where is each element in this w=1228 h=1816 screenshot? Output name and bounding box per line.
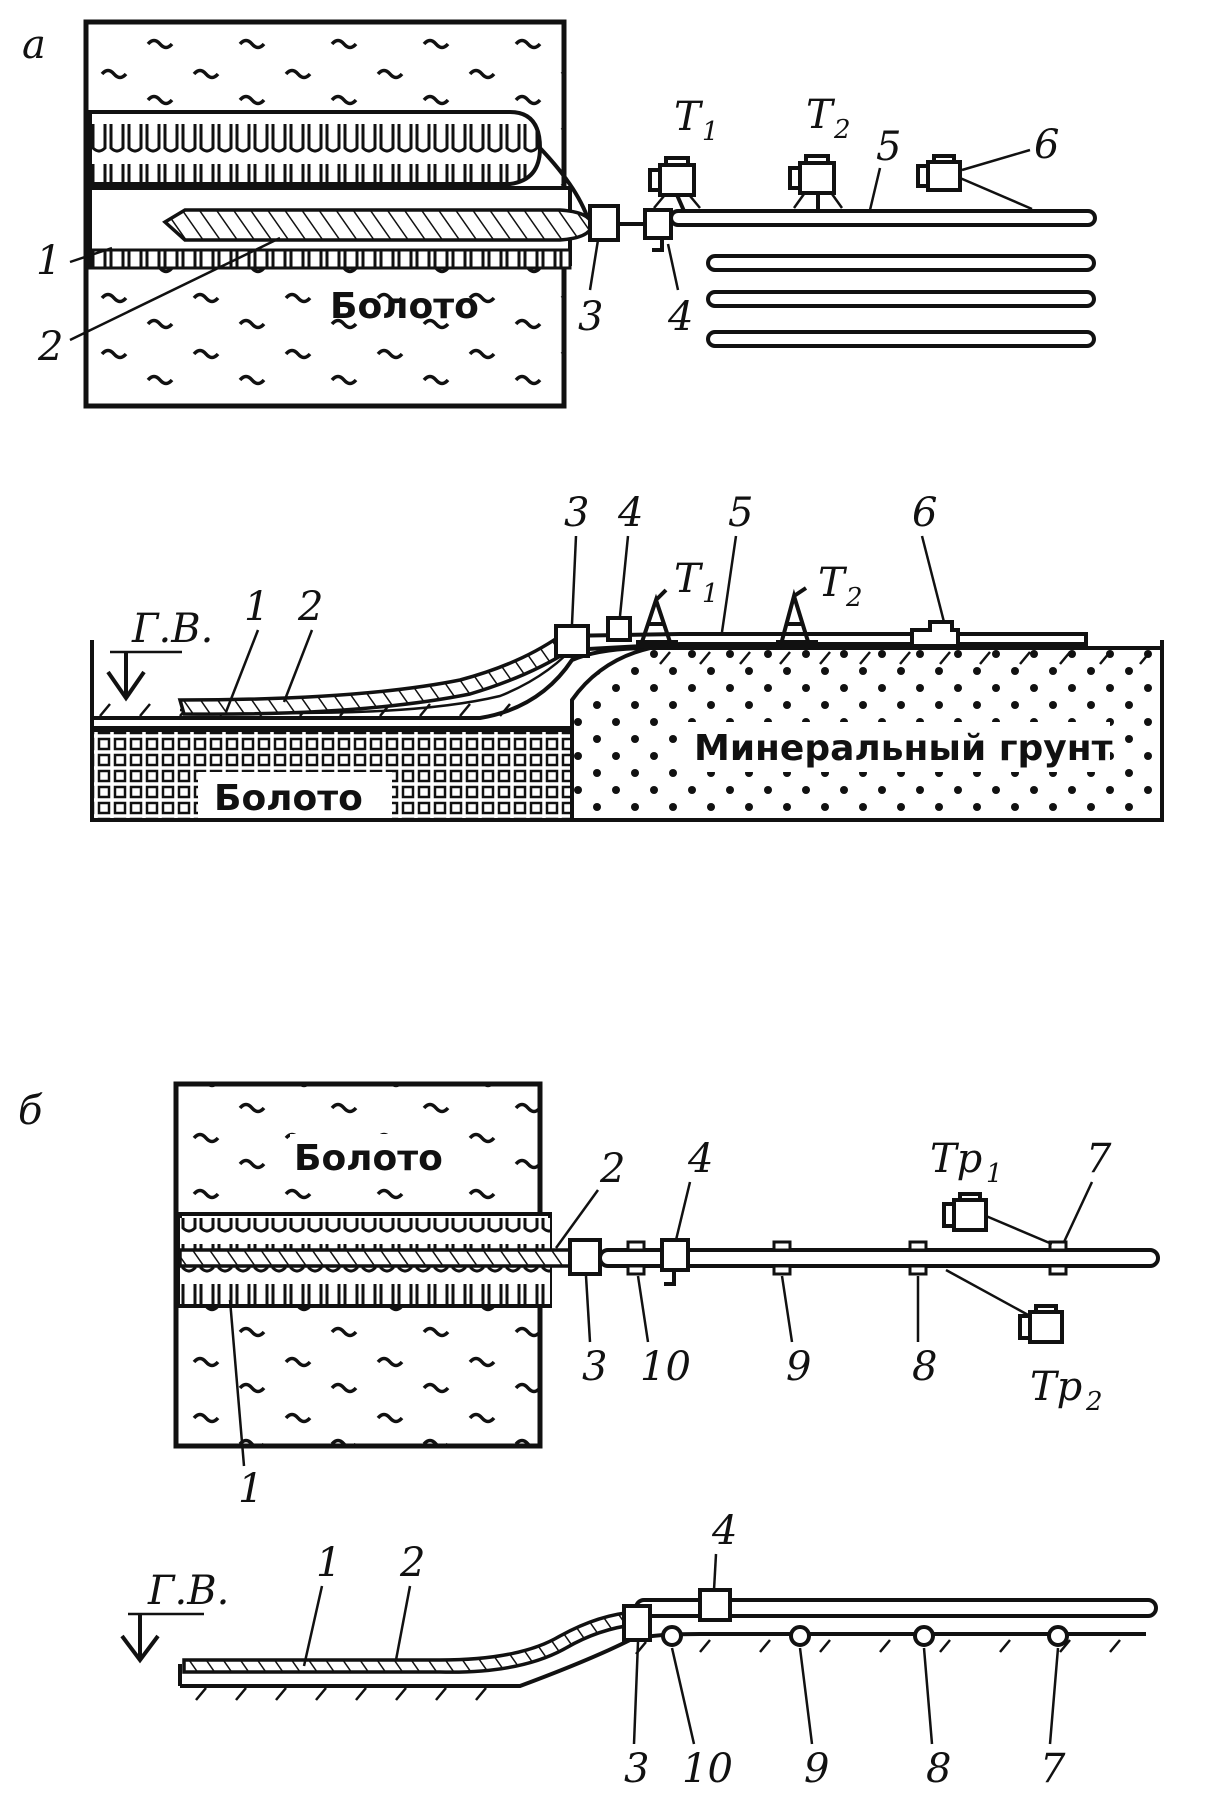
- label-tp2-sub: 2: [1085, 1387, 1103, 1417]
- panel-letter-b: б: [18, 1088, 43, 1134]
- label-2: 2: [37, 324, 63, 370]
- clamp-3: [568, 1238, 602, 1276]
- label-1: 1: [316, 1540, 341, 1586]
- label-t1: Т: [674, 556, 704, 602]
- label-6: 6: [1034, 122, 1059, 168]
- pipe-stack-1: [706, 254, 1096, 272]
- roller-support-icon: [626, 1240, 646, 1276]
- water-level-label: Г.В.: [131, 606, 213, 652]
- label-tp1-sub: 1: [986, 1159, 1003, 1189]
- pipe-section: [598, 1248, 1160, 1268]
- roller-support-icon: [789, 1625, 811, 1647]
- label-10: 10: [682, 1746, 733, 1792]
- roller-support-icon: [661, 1625, 683, 1647]
- swamp-label: Болото: [330, 286, 479, 327]
- ground-hatching: [195, 1639, 1121, 1701]
- panel-a-section: Г.В. Болото Минеральный грунт: [90, 490, 1164, 822]
- tractor-icon: [945, 1268, 1064, 1344]
- label-t2-sub: 2: [845, 583, 863, 613]
- panel-b-section: Г.В. 1 2 4 3 10 9 8 7: [120, 1508, 1158, 1792]
- swamp-label-box: [198, 772, 392, 822]
- pipeline-string: [162, 208, 594, 242]
- label-t2: Т: [806, 92, 836, 138]
- label-t1-sub: 1: [702, 117, 719, 147]
- clamp-4: [660, 1238, 690, 1272]
- label-8: 8: [926, 1746, 951, 1792]
- label-1: 1: [238, 1466, 263, 1512]
- swamp-label: Болото: [214, 778, 363, 819]
- label-1: 1: [244, 584, 269, 630]
- tractor-icon: [942, 1192, 1053, 1246]
- clamp-3: [588, 204, 620, 242]
- label-2: 2: [297, 584, 323, 630]
- label-9: 9: [804, 1746, 829, 1792]
- label-3: 3: [582, 1344, 607, 1390]
- label-3: 3: [624, 1746, 649, 1792]
- label-4: 4: [617, 490, 643, 536]
- mineral-soil-label: Минеральный грунт: [694, 728, 1113, 769]
- clamp-3: [554, 624, 590, 658]
- label-4: 4: [667, 294, 693, 340]
- pipe-stack-2: [706, 290, 1096, 308]
- tractor-icon: [788, 154, 844, 211]
- pipe-stack-3: [706, 330, 1096, 348]
- panel-b-plan: б Болото: [18, 1081, 1160, 1512]
- clamp-4: [606, 616, 632, 642]
- crane-icon: [636, 588, 678, 649]
- trench: [88, 110, 592, 270]
- water-level-label: Г.В.: [147, 1568, 229, 1614]
- mineral-label-box: [686, 722, 1110, 772]
- roller-support-icon: [772, 1240, 792, 1276]
- panel-letter-a: а: [22, 22, 46, 68]
- roller-support-icon: [908, 1240, 928, 1276]
- roller-support-icon: [913, 1625, 935, 1647]
- panel-a-plan: а Болото: [22, 19, 1097, 409]
- swamp-label-box: [290, 1134, 460, 1184]
- pipeline-string: [182, 1610, 643, 1674]
- swamp-label: Болото: [294, 1138, 443, 1179]
- label-3: 3: [578, 294, 603, 340]
- label-1: 1: [36, 238, 61, 284]
- tractor-icon: [916, 154, 1033, 211]
- label-t2: Т: [818, 560, 848, 606]
- label-2: 2: [399, 1540, 425, 1586]
- label-5: 5: [876, 124, 901, 170]
- label-tp1: Тр: [930, 1136, 982, 1182]
- label-9: 9: [786, 1344, 811, 1390]
- tractor-icon: [648, 156, 701, 212]
- roller-support-icon: [1048, 1240, 1068, 1276]
- label-t2-sub: 2: [833, 115, 851, 145]
- label-3: 3: [564, 490, 589, 536]
- pipeline-string: [177, 633, 573, 716]
- label-4: 4: [687, 1136, 713, 1182]
- roller-support-icon: [1047, 1625, 1069, 1647]
- pipeline-string: [178, 1248, 578, 1268]
- label-5: 5: [728, 490, 753, 536]
- label-8: 8: [912, 1344, 937, 1390]
- label-7: 7: [1040, 1746, 1066, 1792]
- crane-icon: [776, 586, 818, 649]
- label-4: 4: [711, 1508, 737, 1554]
- label-2: 2: [599, 1146, 625, 1192]
- pipe-section-5: [669, 209, 1097, 227]
- clamp-4: [643, 208, 673, 240]
- clamp-4: [698, 1588, 732, 1622]
- label-10: 10: [640, 1344, 691, 1390]
- clamp-3: [622, 1604, 652, 1642]
- tractor-icon: [910, 620, 960, 648]
- label-t1-sub: 1: [702, 579, 719, 609]
- label-7: 7: [1086, 1136, 1112, 1182]
- label-t1: Т: [674, 94, 704, 140]
- label-tp2: Тр: [1030, 1364, 1082, 1410]
- label-6: 6: [912, 490, 937, 536]
